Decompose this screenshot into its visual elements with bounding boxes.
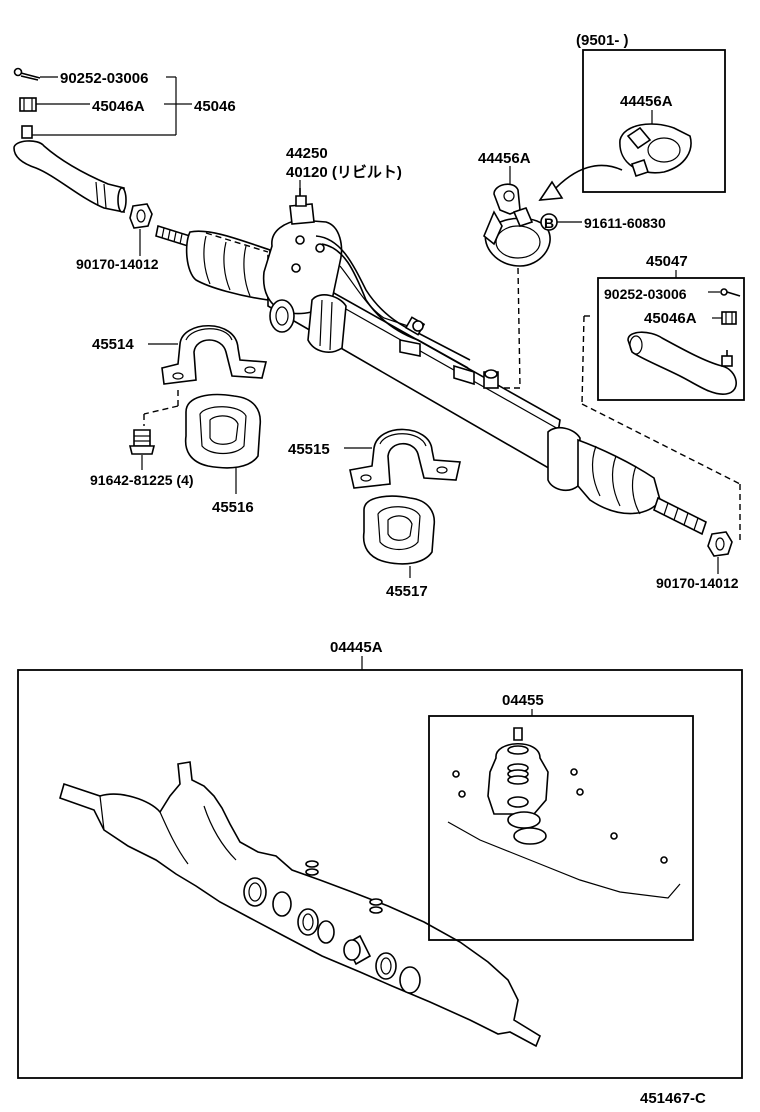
tie-rod-end-right-icon [627, 331, 737, 395]
label-40120-rebuilt: 40120 (リビルト) [286, 164, 402, 181]
pipe-clamp-icon [483, 183, 551, 267]
castle-nut-right-icon [721, 311, 737, 325]
box-45047 [597, 277, 745, 401]
bolt-91642-icon [128, 429, 156, 455]
label-91642-81225: 91642-81225 (4) [90, 472, 194, 488]
bracket-45514-group: 45514 91642-81225 (4) [90, 325, 268, 488]
cotter-pin-icon [13, 67, 41, 81]
bracket-45514-icon [161, 325, 268, 385]
bushing-45516-icon [184, 393, 262, 469]
left-tie-rod-end-group: 90252-03006 45046A 45046 90170 [13, 67, 236, 272]
repair-kit-box [17, 669, 743, 1079]
bracket-45515-icon [349, 428, 461, 489]
label-90170-14012-right: 90170-14012 [656, 575, 739, 591]
steering-rack-assembly-icon [155, 188, 707, 536]
label-45046A-top: 45046A [92, 98, 145, 115]
figure-code: 451467-C [640, 1090, 706, 1107]
svg-text:B: B [544, 215, 554, 231]
valve-kit-04455-group: 04455 [428, 692, 694, 941]
label-45517: 45517 [386, 583, 428, 600]
valve-kit-box [428, 715, 694, 941]
lock-nut-left-icon [129, 203, 153, 229]
rack-outline-icon [59, 761, 541, 1048]
seal-kit-icon [243, 860, 421, 994]
lock-nut-right-icon [707, 531, 733, 557]
label-45046: 45046 [194, 98, 236, 115]
clamp-inset-icon [619, 123, 692, 178]
label-90170-14012-left: 90170-14012 [76, 256, 159, 272]
label-91611-60830: 91611-60830 [584, 215, 666, 231]
bushing-45517-icon [362, 495, 436, 565]
bushing-45516-group: 45516 [184, 393, 262, 516]
clamp-44456A-group: 44456A B 91611-60830 (9501- ) 44456A [478, 32, 726, 389]
label-44250: 44250 [286, 145, 328, 162]
right-tie-rod-end-group: 45047 90252-03006 45046A [581, 253, 745, 591]
label-45515: 45515 [288, 441, 330, 458]
label-90252-03006-right: 90252-03006 [604, 286, 687, 302]
repair-kit-04445A-group: 04445A [17, 639, 743, 1079]
label-9501-production-date: (9501- ) [576, 32, 629, 49]
tie-rod-end-left-icon [13, 125, 127, 213]
label-90252-03006-top: 90252-03006 [60, 70, 148, 87]
inset-box-44456A [582, 49, 726, 193]
bracket-45515-group: 45515 [288, 428, 461, 489]
label-44456A-main: 44456A [478, 150, 531, 167]
bolt-marker-icon: B [540, 213, 558, 231]
label-44456A-inset: 44456A [620, 93, 673, 110]
valve-body-outline-icon [447, 727, 681, 899]
label-45046A-right: 45046A [644, 310, 697, 327]
label-45514: 45514 [92, 336, 134, 353]
label-04455: 04455 [502, 692, 544, 709]
label-45047: 45047 [646, 253, 688, 270]
castle-nut-icon [19, 97, 37, 112]
cotter-pin-right-icon [720, 288, 741, 297]
bushing-45517-group: 45517 [362, 495, 436, 600]
label-04445A: 04445A [330, 639, 383, 656]
label-45516: 45516 [212, 499, 254, 516]
